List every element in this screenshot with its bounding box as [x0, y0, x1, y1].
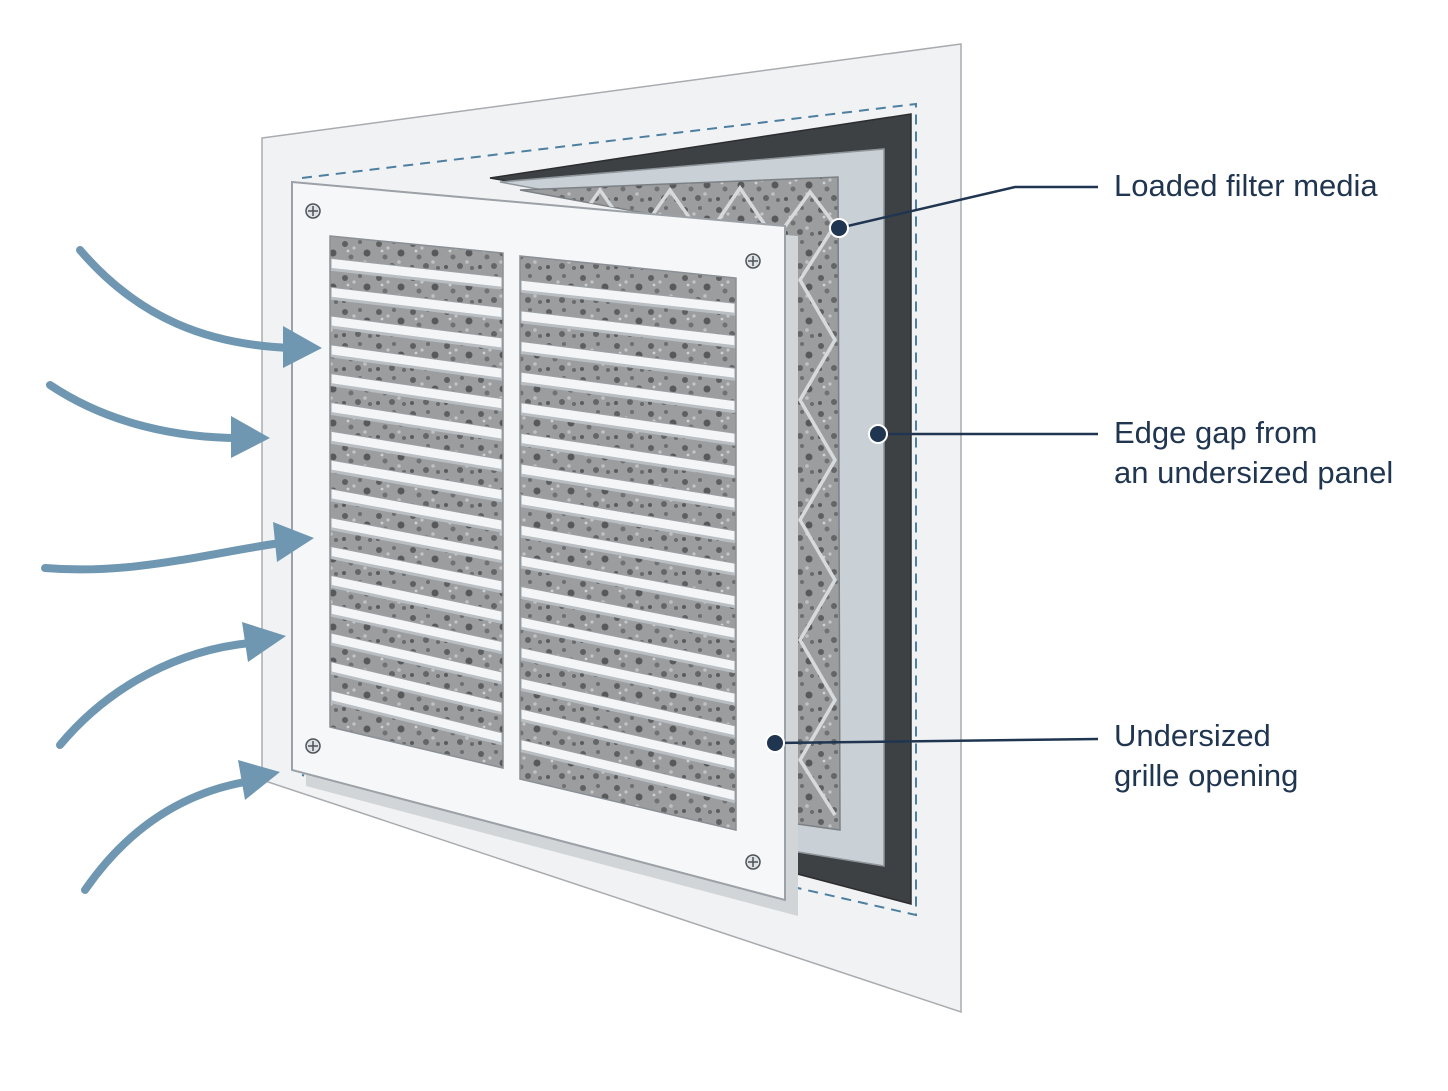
louver-slat	[330, 459, 503, 502]
louver-slat	[330, 430, 503, 472]
callout-dot-icon	[868, 424, 888, 444]
airflow-arrows	[41, 246, 322, 894]
louver-slat-shadow	[520, 381, 736, 414]
callout-text-line: grille opening	[1114, 758, 1299, 793]
louver-slat-shadow	[520, 565, 736, 609]
callout-loaded-filter-media: Loaded filter media	[1114, 166, 1378, 206]
airflow-arrow-icon	[76, 246, 322, 368]
callout-leaders	[765, 185, 1099, 753]
louver-slat	[330, 488, 503, 532]
louver-slat-shadow	[330, 469, 503, 503]
louver-slat	[330, 373, 503, 411]
callout-text-line: an undersized panel	[1114, 455, 1394, 490]
airflow-arrow-icon	[46, 381, 270, 458]
callout-edge-gap: Edge gap from an undersized panel	[1114, 413, 1393, 493]
callout-text-line: Edge gap from	[1114, 415, 1318, 450]
louver-slat	[330, 603, 503, 654]
leader-undersized-grille-opening	[774, 737, 1099, 745]
louver-slats-right	[520, 279, 736, 804]
louver-slat	[330, 574, 503, 623]
louver-slat-shadow	[330, 700, 503, 746]
callout-dot-icon	[765, 733, 785, 753]
louver-slat-shadow	[520, 473, 736, 511]
louver-slat-shadow	[330, 296, 503, 321]
louver-slat-shadow	[520, 534, 736, 576]
callout-dot-icon	[829, 218, 849, 238]
louver-slat-shadow	[330, 411, 503, 442]
callout-undersized-grille-opening: Undersized grille opening	[1114, 716, 1298, 796]
louver-slat-shadow	[330, 383, 503, 412]
louver-slat-shadow	[330, 527, 503, 564]
louver-slat-shadow	[330, 671, 503, 715]
airflow-arrow-icon	[56, 622, 286, 749]
louver-slat	[330, 517, 503, 563]
louver-slat-shadow	[520, 749, 736, 804]
louver-slat-shadow	[330, 556, 503, 594]
dashed-opening-outline	[301, 102, 917, 917]
louver-slat-shadow	[330, 642, 503, 685]
louver-slat-shadow	[330, 267, 503, 290]
screw-icon	[745, 854, 761, 870]
louver-slat	[330, 286, 503, 320]
louver-slat	[330, 545, 503, 593]
louver-slat-shadow	[520, 657, 736, 706]
louver-slat-shadow	[330, 354, 503, 381]
louver-slat-shadow	[520, 289, 736, 316]
airflow-arrow-icon	[41, 522, 314, 574]
louver-slat	[330, 689, 503, 745]
louver-slat-shadow	[520, 718, 736, 771]
callout-text-line: Loaded filter media	[1114, 168, 1378, 203]
screw-icon	[745, 253, 761, 269]
louver-slat-shadow	[330, 613, 503, 655]
leader-loaded-filter-media	[838, 185, 1098, 230]
airflow-arrow-icon	[81, 760, 280, 894]
louver-slat-shadow	[520, 412, 736, 446]
louver-slat-shadow	[520, 442, 736, 479]
louver-slat	[330, 257, 503, 289]
louver-slat-shadow	[330, 325, 503, 351]
louver-slat-shadow	[520, 504, 736, 544]
louver-slat-shadow	[330, 584, 503, 624]
louver-slat	[330, 315, 503, 350]
louver-slat-shadow	[520, 596, 736, 641]
screw-icon	[305, 203, 321, 219]
louver-slats-left	[330, 257, 503, 746]
callout-text-line: Undersized	[1114, 718, 1271, 753]
louver-slat	[330, 661, 503, 715]
louver-slat-shadow	[520, 351, 736, 381]
louver-slat	[330, 401, 503, 441]
louver-slat	[330, 344, 503, 380]
louver-slat	[330, 632, 503, 684]
screw-icon	[305, 738, 321, 754]
louver-slat-shadow	[330, 498, 503, 533]
louver-slat-shadow	[520, 687, 736, 739]
louver-slat-shadow	[520, 320, 736, 349]
louver-slat-shadow	[520, 626, 736, 674]
louver-slat-shadow	[330, 440, 503, 472]
